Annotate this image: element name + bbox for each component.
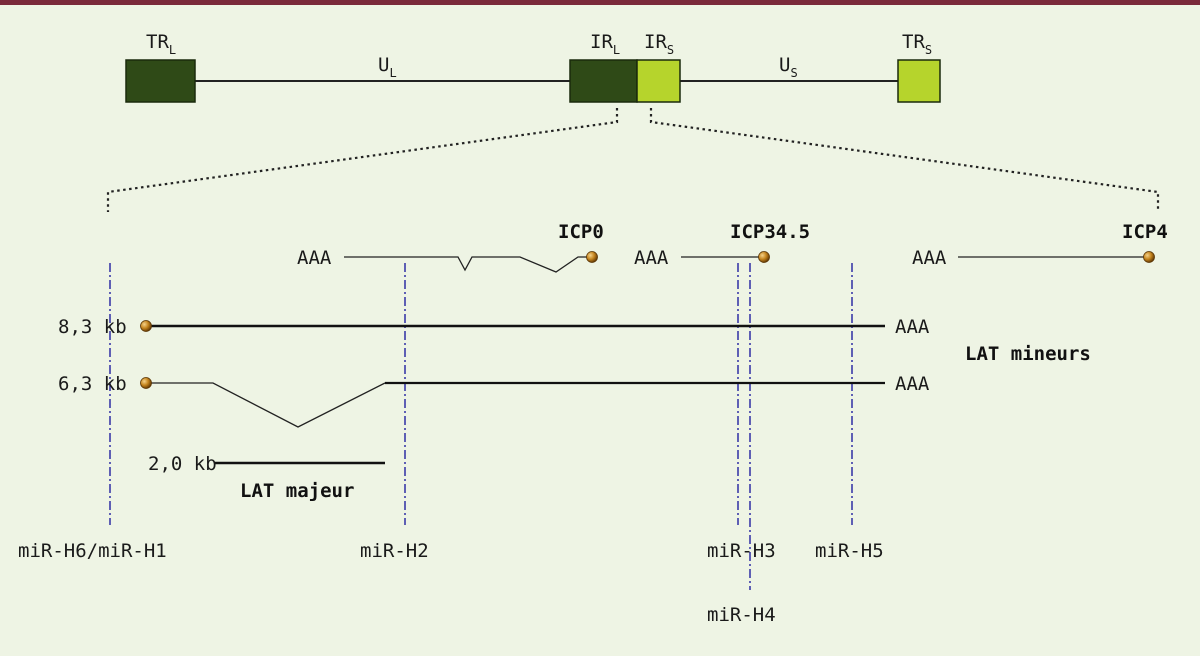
lat-6-3kb-size: 6,3 kb (58, 373, 127, 395)
ul-label: UL (378, 54, 397, 80)
lat-2-0kb-size: 2,0 kb (148, 453, 217, 475)
mir-h4-label: miR-H4 (707, 604, 776, 626)
mir-h3-label: miR-H3 (707, 540, 776, 562)
lat-6-3kb-intron (150, 382, 386, 428)
mir-h2-label: miR-H2 (360, 540, 429, 562)
zoom-line-left (106, 108, 619, 212)
top-accent-bar (0, 0, 1200, 5)
icp0-transcript (344, 256, 590, 273)
mir-h6-h1-label: miR-H6/miR-H1 (18, 540, 167, 562)
irl-label: IRL (590, 31, 620, 57)
mir-h5-label: miR-H5 (815, 540, 884, 562)
irs-label: IRS (644, 31, 674, 57)
icp34-5-label: ICP34.5 (730, 221, 810, 243)
icp4-label: ICP4 (1122, 221, 1168, 243)
lat-8-3kb-cap-bead (140, 320, 152, 332)
icp0-label: ICP0 (558, 221, 604, 243)
lat-8-3kb-size: 8,3 kb (58, 316, 127, 338)
trs-label: TRS (902, 31, 932, 57)
lat-major-label: LAT majeur (240, 480, 354, 502)
us-label: US (779, 54, 798, 80)
irl-box (569, 59, 638, 103)
zoom-line-right (649, 108, 1160, 212)
icp0-cap-bead (586, 251, 598, 263)
trl-label: TRL (146, 31, 176, 57)
icp0-polya: AAA (297, 247, 332, 269)
lat-minor-label: LAT mineurs (965, 343, 1091, 365)
lat-8-3kb-polya: AAA (895, 316, 930, 338)
irs-box (636, 59, 681, 103)
trl-box (125, 59, 196, 103)
icp4-polya: AAA (912, 247, 947, 269)
icp4-cap-bead (1143, 251, 1155, 263)
trs-box (897, 59, 941, 103)
icp34-5-cap-bead (758, 251, 770, 263)
icp34-5-polya: AAA (634, 247, 669, 269)
lat-6-3kb-cap-bead (140, 377, 152, 389)
lat-6-3kb-polya: AAA (895, 373, 930, 395)
